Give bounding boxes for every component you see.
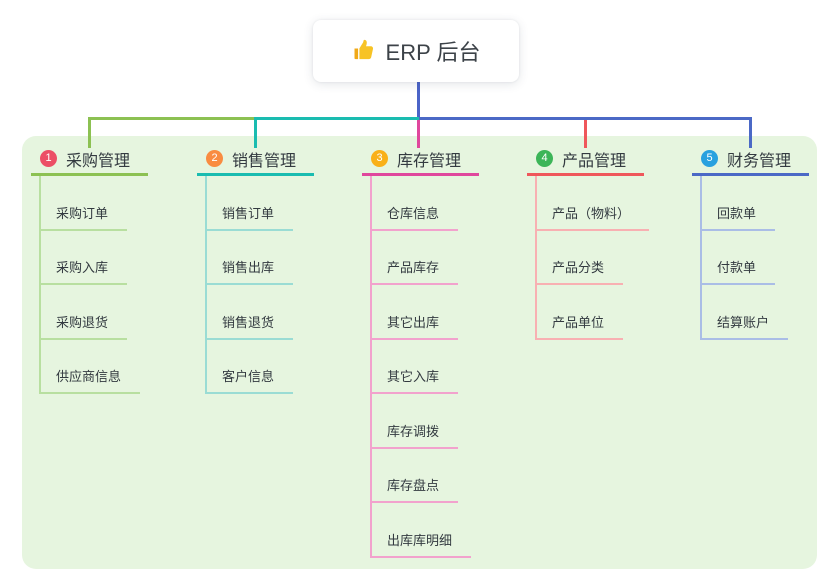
branch-header[interactable]: 2 销售管理 <box>197 147 314 176</box>
branch-number-badge: 3 <box>371 150 388 167</box>
child-label: 客户信息 <box>207 366 294 394</box>
bus-segment-left-green <box>88 117 254 120</box>
child-node[interactable]: 产品库存 <box>372 231 471 285</box>
child-node[interactable]: 采购退货 <box>41 285 140 340</box>
branch-label: 采购管理 <box>66 152 131 170</box>
child-label: 出库库明细 <box>372 530 472 558</box>
child-node[interactable]: 回款单 <box>702 176 788 231</box>
branch-drop-5 <box>749 117 752 148</box>
branch-header[interactable]: 1 采购管理 <box>31 147 148 176</box>
thumbs-up-icon <box>352 39 376 63</box>
child-label: 采购入库 <box>41 257 128 285</box>
child-node[interactable]: 销售订单 <box>207 176 294 231</box>
child-node[interactable]: 采购入库 <box>41 231 140 285</box>
branch-children: 产品（物料） 产品分类产品单位 <box>535 176 650 340</box>
child-label: 仓库信息 <box>372 203 459 231</box>
bus-segment-left-teal <box>254 117 419 120</box>
child-node[interactable]: 仓库信息 <box>372 176 471 231</box>
branch-children: 销售订单销售出库销售退货客户信息 <box>205 176 294 394</box>
child-node[interactable]: 销售退货 <box>207 285 294 340</box>
child-label: 付款单 <box>702 257 776 285</box>
child-node[interactable]: 其它出库 <box>372 285 471 340</box>
branches-panel <box>22 136 817 569</box>
child-node[interactable]: 其它入库 <box>372 340 471 394</box>
child-label: 产品单位 <box>537 312 624 340</box>
child-label: 采购退货 <box>41 312 128 340</box>
child-label: 采购订单 <box>41 203 128 231</box>
branch-label: 财务管理 <box>727 152 792 170</box>
root-connector-vertical <box>417 80 420 117</box>
child-label: 产品库存 <box>372 257 459 285</box>
branch: 2 销售管理 销售订单销售出库销售退货客户信息 <box>197 147 314 394</box>
child-label: 产品（物料） <box>537 203 650 231</box>
branch-number-badge: 1 <box>40 150 57 167</box>
branch-children: 仓库信息产品库存其它出库其它入库库存调拨库存盘点出库库明细 <box>370 176 472 558</box>
branch-label: 产品管理 <box>562 152 627 170</box>
child-label: 产品分类 <box>537 257 624 285</box>
child-node[interactable]: 客户信息 <box>207 340 294 394</box>
branch-header[interactable]: 5 财务管理 <box>692 147 809 176</box>
child-node[interactable]: 供应商信息 <box>41 340 141 394</box>
branch-drop-4 <box>584 120 587 148</box>
child-label: 回款单 <box>702 203 776 231</box>
child-node[interactable]: 销售出库 <box>207 231 294 285</box>
branch-header[interactable]: 4 产品管理 <box>527 147 644 176</box>
child-node[interactable]: 产品（物料） <box>537 176 650 231</box>
branch-header[interactable]: 3 库存管理 <box>362 147 479 176</box>
root-title: ERP 后台 <box>385 40 481 65</box>
child-node[interactable]: 产品单位 <box>537 285 649 340</box>
branch-drop-3 <box>417 120 420 148</box>
child-label: 销售订单 <box>207 203 294 231</box>
child-label: 销售退货 <box>207 312 294 340</box>
child-label: 结算账户 <box>702 312 789 340</box>
child-node[interactable]: 付款单 <box>702 231 788 285</box>
branch-drop-1 <box>88 117 91 148</box>
branch: 1 采购管理 采购订单采购入库采购退货供应商信息 <box>31 147 148 394</box>
child-node[interactable]: 采购订单 <box>41 176 140 231</box>
branch: 3 库存管理 仓库信息产品库存其它出库其它入库库存调拨库存盘点出库库明细 <box>362 147 479 558</box>
branch-number-badge: 4 <box>536 150 553 167</box>
child-node[interactable]: 库存调拨 <box>372 394 471 449</box>
child-label: 销售出库 <box>207 257 294 285</box>
branch: 5 财务管理 回款单付款单结算账户 <box>692 147 809 340</box>
child-node[interactable]: 库存盘点 <box>372 449 471 503</box>
child-node[interactable]: 产品分类 <box>537 231 649 285</box>
bus-segment-right-blue <box>418 117 752 120</box>
child-label: 其它入库 <box>372 366 459 394</box>
branch-label: 销售管理 <box>232 152 297 170</box>
child-node[interactable]: 结算账户 <box>702 285 789 340</box>
branch-children: 采购订单采购入库采购退货供应商信息 <box>39 176 141 394</box>
branch-drop-2 <box>254 117 257 148</box>
child-label: 其它出库 <box>372 312 459 340</box>
child-label: 库存盘点 <box>372 475 459 503</box>
root-node[interactable]: ERP 后台 <box>313 20 519 82</box>
branch-children: 回款单付款单结算账户 <box>700 176 789 340</box>
child-node[interactable]: 出库库明细 <box>372 503 472 558</box>
branch: 4 产品管理 产品（物料） 产品分类产品单位 <box>527 147 650 340</box>
branch-label: 库存管理 <box>397 152 462 170</box>
child-label: 库存调拨 <box>372 421 459 449</box>
child-label: 供应商信息 <box>41 366 141 394</box>
branch-number-badge: 2 <box>206 150 223 167</box>
branch-number-badge: 5 <box>701 150 718 167</box>
